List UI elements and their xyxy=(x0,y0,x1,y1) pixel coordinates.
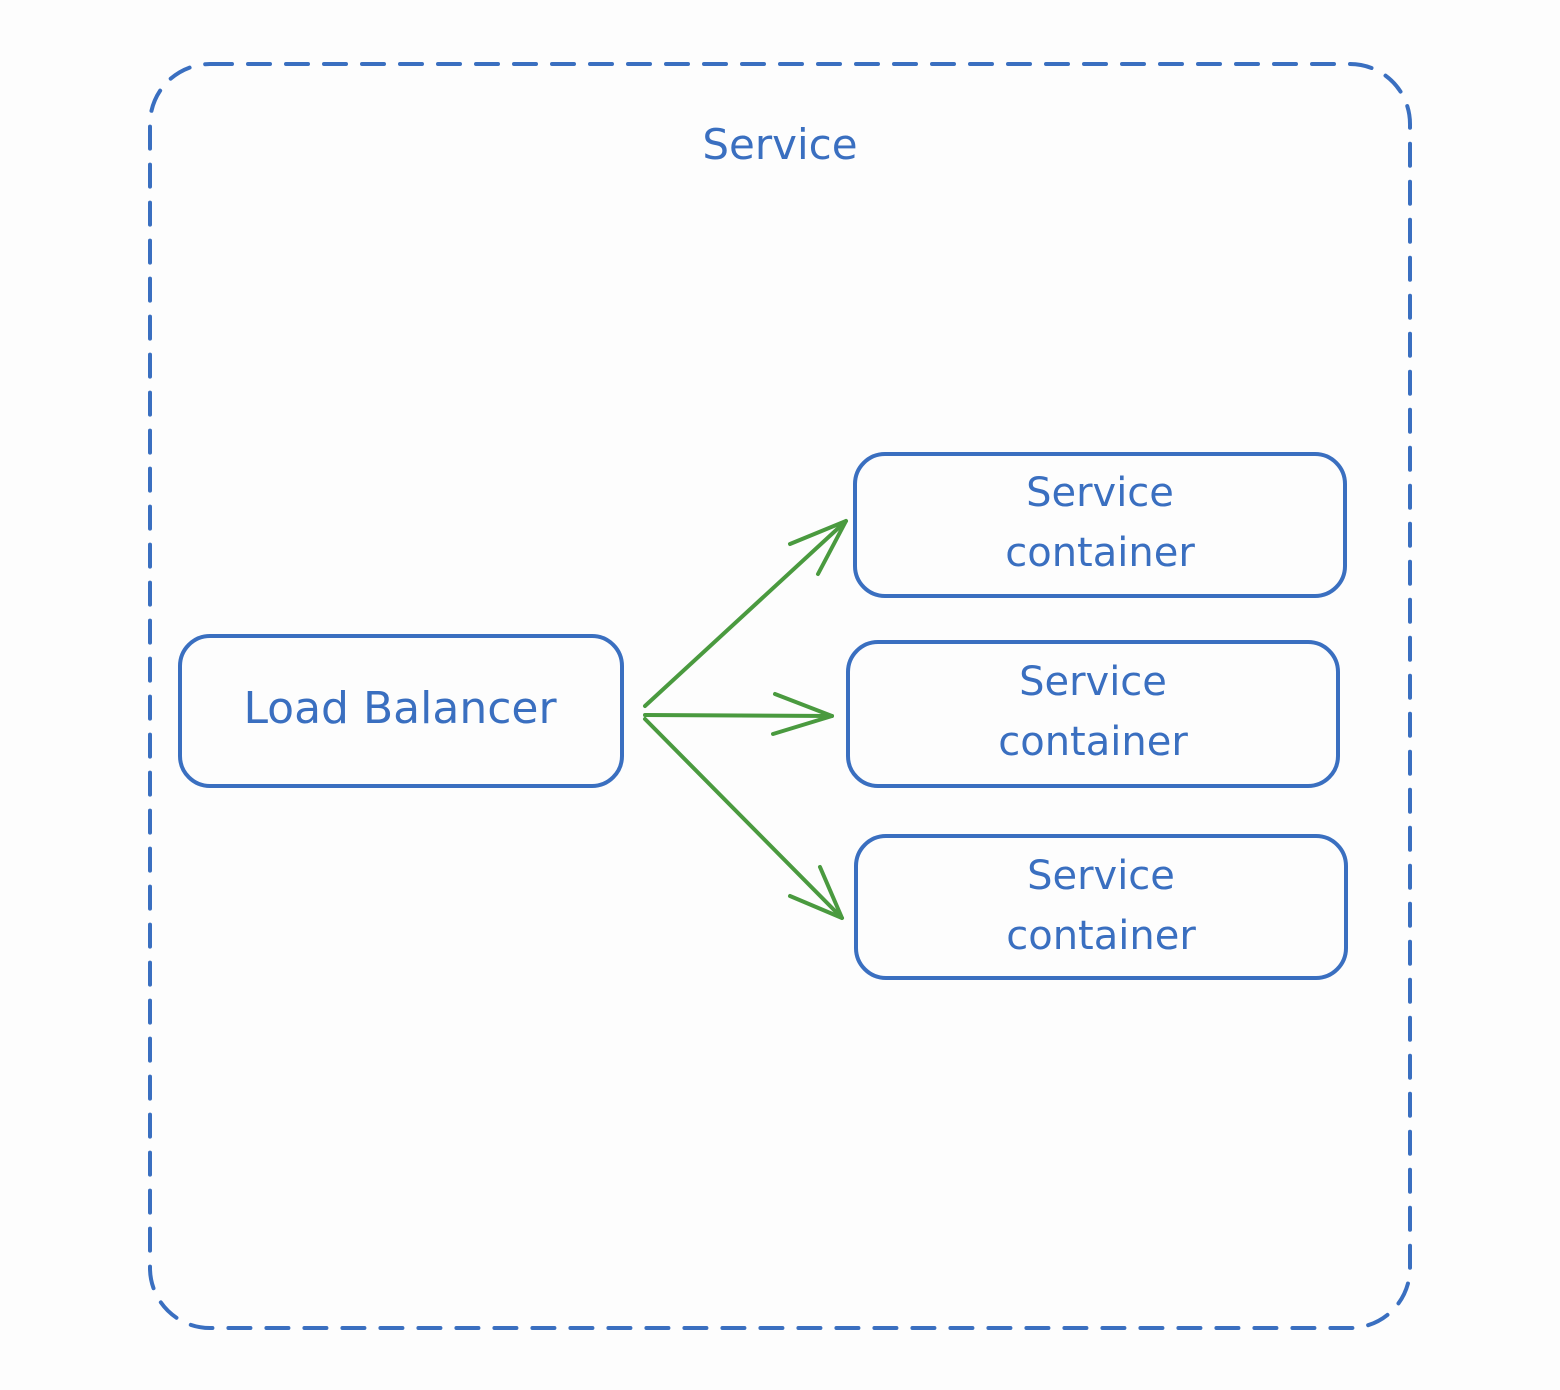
load-balancer-label: Load Balancer xyxy=(243,683,557,734)
arrow-to-container-1 xyxy=(643,519,848,708)
arrow-to-container-3 xyxy=(643,717,844,920)
service-container-box-3[interactable] xyxy=(854,834,1348,980)
service-container-box-2[interactable] xyxy=(846,640,1340,788)
service-container-label-2: Service container xyxy=(848,652,1338,772)
load-balancer-box[interactable] xyxy=(178,634,624,788)
service-container-label-2-line2: container xyxy=(998,719,1188,765)
service-container-label-3-line2: container xyxy=(1006,913,1196,959)
service-container-label-1-line2: container xyxy=(1005,530,1195,576)
arrow-to-container-2 xyxy=(643,692,834,736)
service-container-label-2-line1: Service xyxy=(1019,659,1167,705)
service-container-label-3: Service container xyxy=(856,846,1346,966)
service-title: Service xyxy=(702,120,858,169)
service-container-label-1-line1: Service xyxy=(1026,470,1174,516)
service-container-box-1[interactable] xyxy=(853,452,1347,598)
service-container-label-3-line1: Service xyxy=(1027,853,1175,899)
service-boundary xyxy=(148,62,1412,1330)
service-container-label-1: Service container xyxy=(855,463,1345,583)
